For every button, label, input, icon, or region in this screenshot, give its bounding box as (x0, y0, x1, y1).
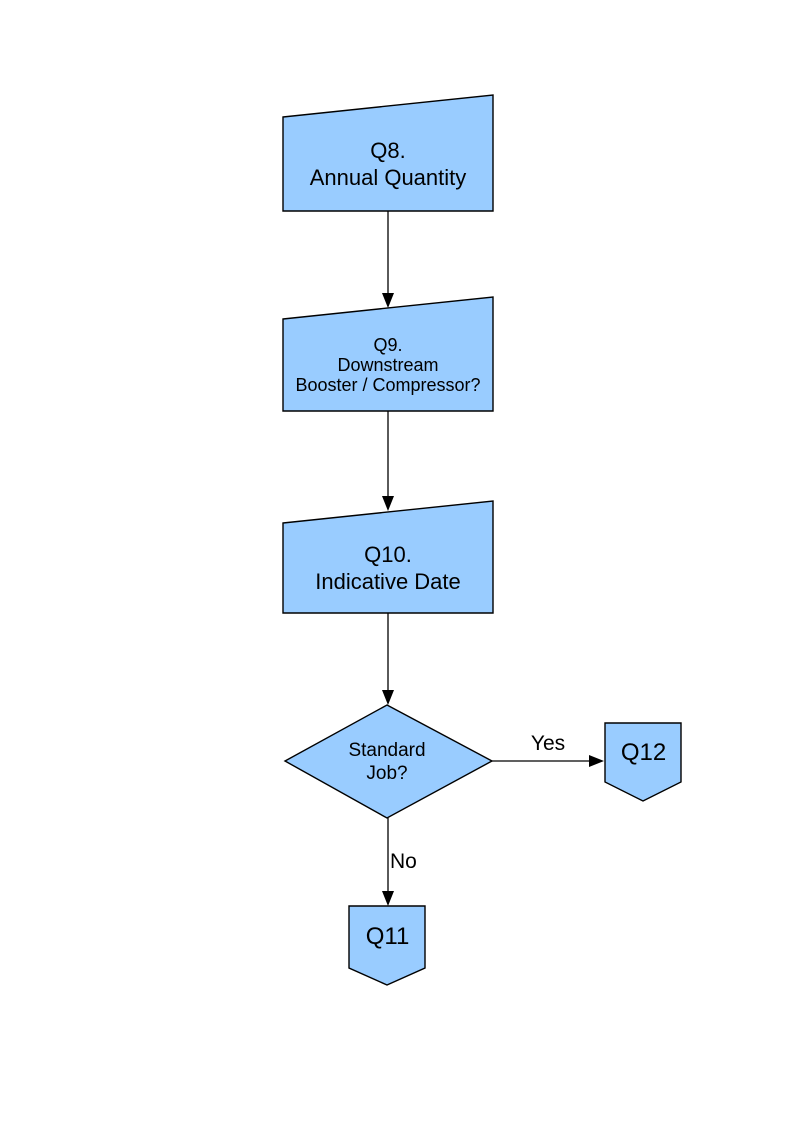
node-q9-label: Q9. Downstream Booster / Compressor? (283, 319, 493, 411)
node-q11-label-text: Q11 (365, 923, 410, 950)
node-q12-label: Q12 (605, 723, 682, 783)
decision-standard-job-shape (283, 704, 494, 819)
node-q8-label-line2: Annual Quantity (309, 165, 467, 190)
node-q10-shape (282, 500, 494, 614)
decision-standard-job-label: Standard Job? (287, 708, 487, 815)
node-q11-label: Q11 (349, 906, 426, 968)
node-q12-label-text: Q12 (620, 739, 667, 766)
node-q10-label-line1: Q10. (364, 542, 412, 567)
node-q8-label-line1: Q8. (370, 138, 406, 163)
arrow-q10-decision-head (382, 690, 394, 705)
node-q11-shape (348, 905, 426, 986)
arrow-q8-q9-head (382, 293, 394, 308)
node-q9-label-line3: Booster / Compressor? (295, 375, 481, 395)
node-q8-label: Q8. Annual Quantity (283, 117, 493, 211)
arrow-yes-q12-head (589, 755, 604, 767)
node-q8-shape (282, 94, 494, 212)
node-q9-label-line2: Downstream (337, 355, 439, 375)
node-q10-label: Q10. Indicative Date (283, 523, 493, 613)
decision-label-line1: Standard (348, 739, 426, 761)
edge-yes-label: Yes (510, 731, 586, 757)
edge-yes-label-text: Yes (530, 732, 566, 755)
node-q10-label-line2: Indicative Date (315, 569, 461, 594)
edge-no-label: No (390, 849, 430, 875)
node-q9-shape (282, 296, 494, 412)
arrow-q9-q10-head (382, 496, 394, 511)
edge-no-label-text: No (390, 850, 417, 873)
arrow-no-q11-head (382, 891, 394, 906)
decision-label-line2: Job? (366, 762, 408, 784)
node-q9-label-line1: Q9. (373, 335, 403, 355)
node-q12-shape (604, 722, 682, 802)
